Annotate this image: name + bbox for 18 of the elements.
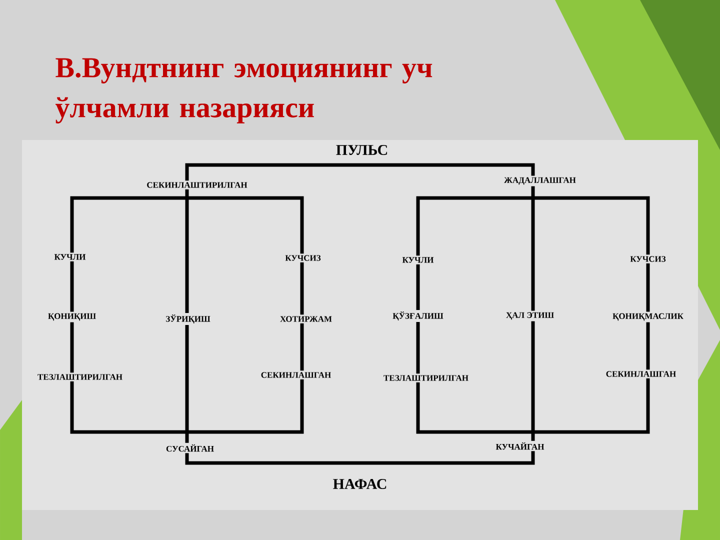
emotion-label: СЕКИНЛАШГАН: [604, 370, 678, 378]
emotion-label: КУЧЛИ: [52, 252, 88, 262]
axis-label: ПУЛЬС: [334, 143, 390, 157]
emotion-label: ЗЎРИҚИШ: [164, 312, 212, 326]
emotion-label: ЖАДАЛЛАШГАН: [502, 176, 578, 186]
emotion-label: КУЧСИЗ: [284, 254, 322, 262]
emotion-label: ТЕЗЛАШТИРИЛГАН: [382, 374, 470, 382]
title: В.Вундтнинг эмоциянинг уч ўлчамли назарияси: [56, 58, 432, 124]
emotion-label: ҚОНИҚМАСЛИК: [611, 312, 685, 322]
emotion-label: СЕКИНЛАШГАН: [259, 370, 333, 380]
emotion-label: СЕКИНЛАШТИРИЛГАН: [145, 180, 249, 190]
axis-label: НАФАС: [331, 477, 389, 491]
emotion-label: ТЕЗЛАШТИРИЛГАН: [36, 372, 124, 382]
emotion-label: ХОТИРЖАМ: [278, 314, 334, 324]
emotion-label: КУЧСИЗ: [628, 254, 668, 264]
emotion-label: СУСАЙГАН: [164, 442, 216, 454]
emotion-label: КУЧЛИ: [400, 256, 436, 264]
emotion-label: ҚЎЗҒАЛИШ: [391, 310, 445, 322]
